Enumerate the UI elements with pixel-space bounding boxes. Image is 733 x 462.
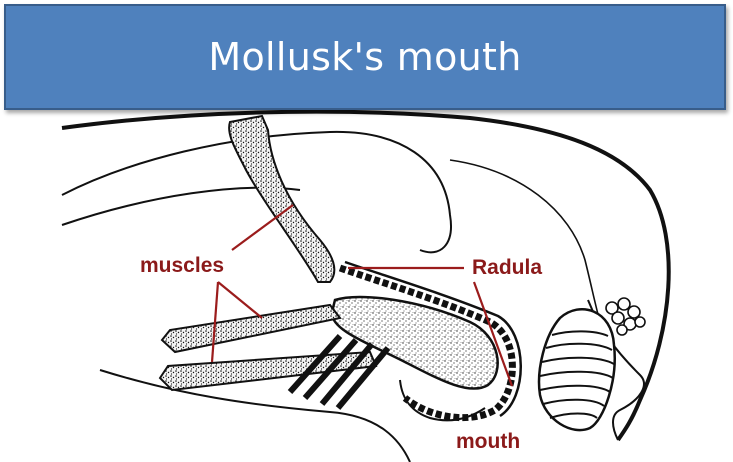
label-radula: Radula [472, 256, 542, 279]
leader-lines [210, 204, 514, 387]
label-muscles: muscles [140, 254, 224, 277]
retractor-strands [287, 334, 391, 410]
body-outline-bottom [99, 369, 411, 462]
leader-muscles-upper [231, 204, 294, 251]
page-title: Mollusk's mouth [208, 35, 522, 79]
body-outline-top [61, 109, 671, 442]
lower-muscle-upper [160, 303, 342, 354]
striped-organ-stripes [539, 330, 615, 419]
leader-radula-down [472, 281, 514, 387]
ganglion-cluster [605, 297, 646, 336]
title-banner: Mollusk's mouth [4, 4, 726, 110]
leader-muscles-low [210, 281, 220, 363]
leader-muscles-mid [217, 281, 263, 319]
striped-organ [537, 308, 616, 432]
body-inner-curve-1 [61, 130, 452, 254]
lower-muscle-lower [158, 350, 378, 392]
mouth-opening [399, 379, 486, 422]
label-mouth: mouth [456, 430, 520, 453]
radula-ribbon-edge [344, 260, 522, 418]
radula-ribbon [338, 264, 516, 422]
upper-muscle [228, 114, 336, 283]
